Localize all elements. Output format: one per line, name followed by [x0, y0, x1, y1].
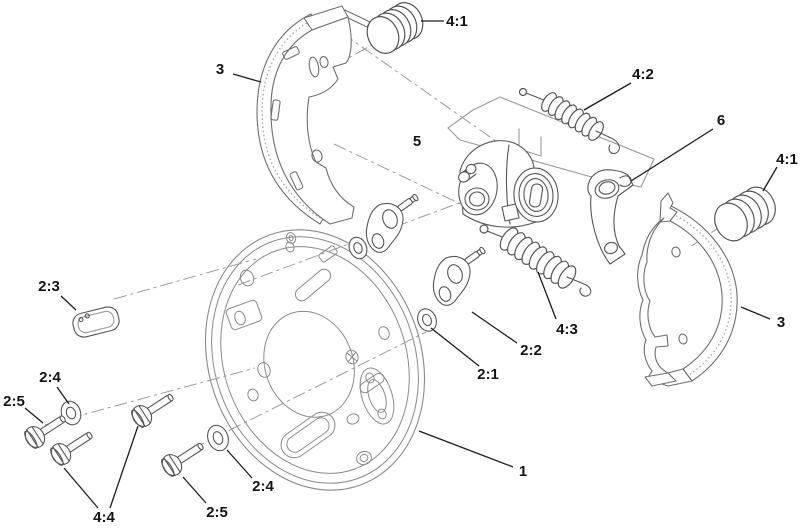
- hold-down-spring-right: [714, 186, 776, 242]
- shoe-web: [270, 16, 355, 225]
- callout-lever: 6: [717, 112, 725, 129]
- hex-bolt-left: [24, 415, 66, 449]
- callout-washer-left: 2:4: [39, 369, 61, 386]
- adjuster-cam: [432, 246, 486, 306]
- leader-lines: [24, 20, 778, 509]
- callout-holddown-top: 4:1: [446, 13, 468, 30]
- callout-bolt-left: 2:5: [3, 393, 25, 410]
- callout-return-upper: 4:2: [632, 66, 654, 83]
- hex-bolt-pair-b: [131, 393, 174, 428]
- hold-down-spring-top: [366, 2, 424, 54]
- cylinder-lug: [501, 203, 520, 222]
- plate-slot-bottom: [280, 411, 336, 459]
- brake-shoe-right: [637, 192, 738, 387]
- wheel-cylinder: [458, 140, 559, 228]
- brake-shoe-left: [256, 5, 371, 225]
- plate-slot-top: [294, 268, 332, 302]
- lever-hole: [604, 241, 618, 255]
- shoe-web: [637, 217, 693, 387]
- backing-plate: [204, 229, 426, 491]
- bleeder-fitting: [458, 163, 477, 183]
- hex-bolt-bottom: [161, 442, 204, 477]
- hex-bolt-pair-a: [50, 431, 93, 466]
- parking-brake-lever: [587, 169, 634, 265]
- callout-backing-plate: 1: [519, 463, 527, 480]
- shoe-top-tab: [659, 192, 678, 223]
- callout-shoe-left: 3: [216, 61, 224, 78]
- plate-center-hole: [263, 310, 355, 418]
- callout-labels: 3 4:1 4:2 5 6 4:1 3 4:3 2:2 2:1 1 2:3 2:…: [3, 13, 798, 526]
- shoe-foot: [644, 372, 677, 387]
- piston-slot: [528, 183, 544, 208]
- cam-washer-upper: [348, 236, 368, 260]
- callout-holddown-right: 4:1: [776, 151, 798, 168]
- callout-shoe-right: 3: [777, 314, 785, 331]
- callout-adjuster-cam: 2:2: [520, 342, 542, 359]
- callout-washer-bottom: 2:4: [252, 478, 274, 495]
- plate-boss: [359, 367, 395, 425]
- callout-bolt-bottom: 2:5: [206, 504, 228, 521]
- callout-cam-washer: 2:1: [477, 366, 499, 383]
- adjuster-cam-upper: [365, 193, 419, 253]
- callout-bolt-pair: 4:4: [93, 509, 115, 526]
- callout-anchor-block: 2:3: [38, 278, 60, 295]
- flat-washer-bottom: [207, 424, 229, 452]
- return-spring-upper: [518, 87, 620, 154]
- callout-wheel-cylinder: 5: [413, 133, 421, 150]
- anchor-block: [72, 306, 120, 338]
- cam-washer: [417, 308, 437, 332]
- lever-hook: [619, 175, 632, 187]
- callout-return-lower: 4:3: [556, 321, 578, 338]
- return-spring-lower: [479, 224, 592, 297]
